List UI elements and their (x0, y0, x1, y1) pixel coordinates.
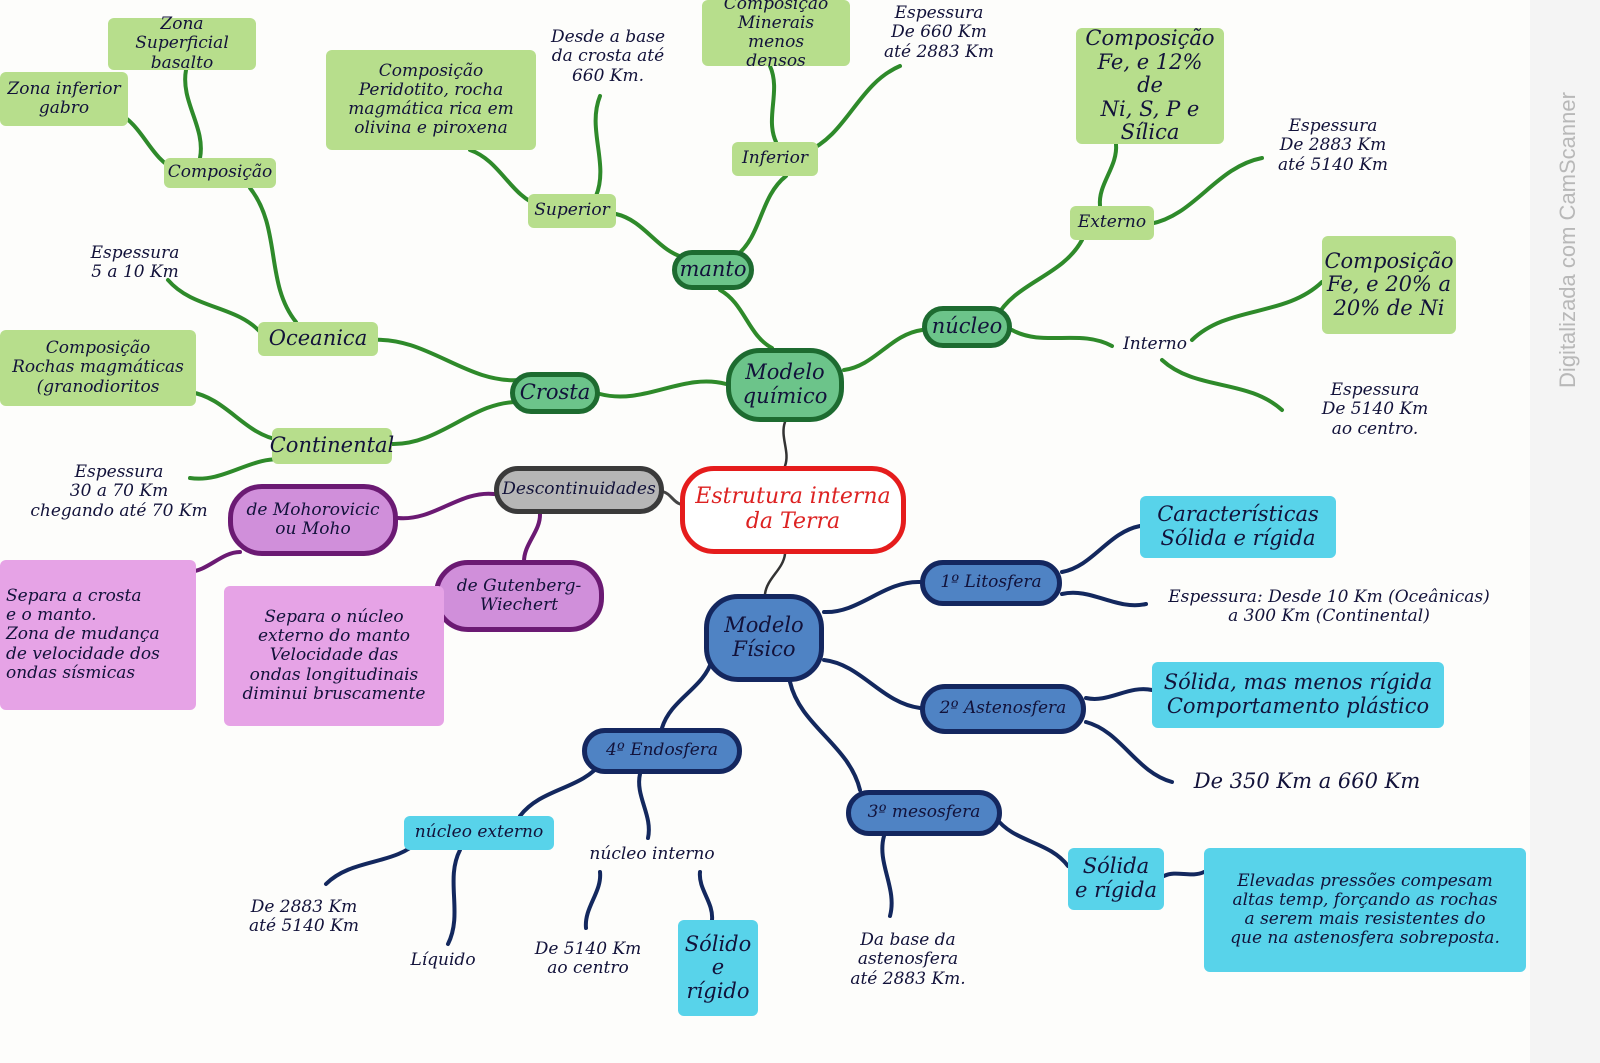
link-nucleoexterno-liquido (446, 848, 462, 946)
astenosfera-espessura-node: De 350 Km a 660 Km (1193, 769, 1421, 794)
link-solida-descricao (1162, 870, 1206, 878)
link-root-fisico (763, 552, 787, 596)
link-descont-gutenberg (521, 512, 543, 564)
watermark: Digitalizada com CamScanner (1555, 92, 1580, 388)
link-fisico-litosfera (822, 579, 922, 615)
continental-composicao-node: Composição Rochas magmáticas (granodiori… (0, 330, 196, 406)
link-nucleo-interno (1010, 328, 1114, 348)
link-quimico-crosta (598, 379, 728, 399)
mesosfera-espessura-node: Da base da astenosfera até 2883 Km. (850, 930, 966, 989)
link-nucleo-externo (994, 238, 1084, 320)
link-oceanica-espessura (166, 278, 264, 336)
continental-espessura-node: Espessura 30 a 70 Km chegando até 70 Km (30, 462, 208, 521)
nucleo-interno-espessura-node: Espessura De 5140 Km ao centro. (1321, 380, 1429, 439)
link-astenosfera-espessura (1084, 720, 1174, 784)
manto-superior-node: Superior (528, 194, 616, 228)
litosfera-espessura-node: Espessura: Desde 10 Km (Oceânicas) a 300… (1168, 586, 1490, 626)
link-continental-composicao (188, 390, 282, 442)
link-mesosfera-solida (994, 816, 1070, 868)
mesosfera-node: 3º mesosfera (846, 790, 1002, 836)
link-litosfera-caracteristicas (1060, 524, 1142, 574)
gutenberg-descricao-node: Separa o núcleo externo do manto Velocid… (224, 586, 444, 726)
modelo-fisico-node: Modelo Físico (704, 594, 824, 682)
scan-edge (1530, 0, 1600, 1063)
link-superior-espessura (593, 94, 603, 198)
liquido-node: Líquido (410, 950, 476, 971)
link-astenosfera-descricao (1084, 687, 1154, 701)
nucleo-externo-node: Externo (1070, 206, 1154, 240)
link-litosfera-espessura (1060, 590, 1148, 608)
oceanica-composicao-node: Composição (164, 158, 276, 188)
link-mesosfera-espessura (880, 834, 894, 918)
link-interno-espessura (1160, 358, 1284, 412)
descontinuidades-node: Descontinuidades (494, 466, 664, 514)
link-fisico-astenosfera (822, 658, 922, 710)
nucleo-interno-node: Interno (1123, 334, 1187, 355)
gutenberg-node: de Gutenberg- Wiechert (434, 560, 604, 632)
manto-node: manto (672, 250, 754, 290)
link-root-quimico (782, 420, 788, 468)
link-interno-composicao (1190, 280, 1324, 342)
zona-inferior-node: Zona inferior gabro (0, 72, 128, 126)
moho-node: de Mohorovicic ou Moho (228, 484, 398, 556)
link-manto-inferior (734, 174, 788, 258)
link-crosta-continental (390, 399, 522, 447)
link-nucleointerno-solido (697, 870, 715, 922)
link-oceanica-composicao (248, 186, 298, 324)
link-quimico-manto (718, 288, 774, 350)
link-inferior-espessura (804, 64, 902, 154)
link-composicao-zonasup (183, 68, 203, 160)
link-fisico-mesosfera (788, 680, 862, 792)
link-fisico-endosfera (660, 658, 714, 730)
oceanica-espessura-node: Espessura 5 a 10 Km (90, 242, 180, 282)
link-root-descontinuidades (662, 490, 682, 506)
oceanica-node: Oceanica (258, 322, 378, 356)
moho-descricao-node: Separa a crosta e o manto. Zona de mudan… (0, 560, 196, 710)
link-quimico-nucleo (842, 328, 924, 372)
link-manto-superior (614, 212, 688, 260)
mesosfera-descricao-node: Elevadas pressões compesam altas temp, f… (1204, 848, 1526, 972)
astenosfera-descricao-node: Sólida, mas menos rígida Comportamento p… (1152, 662, 1444, 728)
link-endosfera-nucleointerno (637, 772, 651, 840)
link-endosfera-nucleoexterno (518, 760, 604, 818)
link-nucleointerno-espessura (583, 870, 603, 930)
solido-rigido-node: Sólido e rígido (678, 920, 758, 1016)
endosfera-node: 4º Endosfera (582, 728, 742, 774)
link-crosta-oceanica (370, 337, 522, 383)
nucleo-externo-composicao-node: Composição Fe, e 12% de Ni, S, P e Sílic… (1076, 26, 1224, 144)
nucleo-externo-espessura-node: Espessura De 2883 Km até 5140 Km (1278, 116, 1388, 175)
modelo-quimico-node: Modelo químico (726, 348, 844, 422)
continental-node: Continental (270, 428, 394, 464)
nucleo-externo-fisico-espessura-node: De 2883 Km até 5140 Km (249, 896, 359, 936)
link-descont-moho (396, 491, 496, 521)
astenosfera-node: 2º Astenosfera (920, 684, 1086, 734)
crosta-node: Crosta (510, 372, 600, 414)
nucleo-externo-fisico-node: núcleo externo (404, 816, 554, 850)
litosfera-node: 1º Litosfera (920, 560, 1062, 606)
zona-superficial-node: Zona Superficial basalto (108, 15, 256, 72)
nucleo-interno-fisico-espessura-node: De 5140 Km ao centro (534, 938, 642, 978)
nucleo-interno-composicao-node: Composição Fe, e 20% a 20% de Ni (1322, 236, 1456, 334)
root-node: Estrutura interna da Terra (680, 466, 906, 554)
mesosfera-solida-node: Sólida e rígida (1068, 848, 1164, 910)
manto-inferior-composicao-node: Composição Minerais menos densos (702, 0, 850, 71)
litosfera-caracteristicas-node: Características Sólida e rígida (1140, 496, 1336, 558)
link-externo-espessura (1148, 156, 1264, 226)
nucleo-interno-fisico-node: núcleo interno (589, 844, 715, 865)
manto-inferior-node: Inferior (732, 142, 818, 176)
nucleo-node: núcleo (922, 306, 1012, 348)
link-externo-composicao (1097, 142, 1119, 208)
link-inferior-composicao (768, 64, 778, 144)
manto-superior-espessura-node: Desde a base da crosta até 660 Km. (550, 27, 666, 86)
manto-inferior-espessura-node: Espessura De 660 Km até 2883 Km (884, 3, 994, 62)
manto-superior-composicao-node: Composição Peridotito, rocha magmática r… (326, 50, 536, 150)
